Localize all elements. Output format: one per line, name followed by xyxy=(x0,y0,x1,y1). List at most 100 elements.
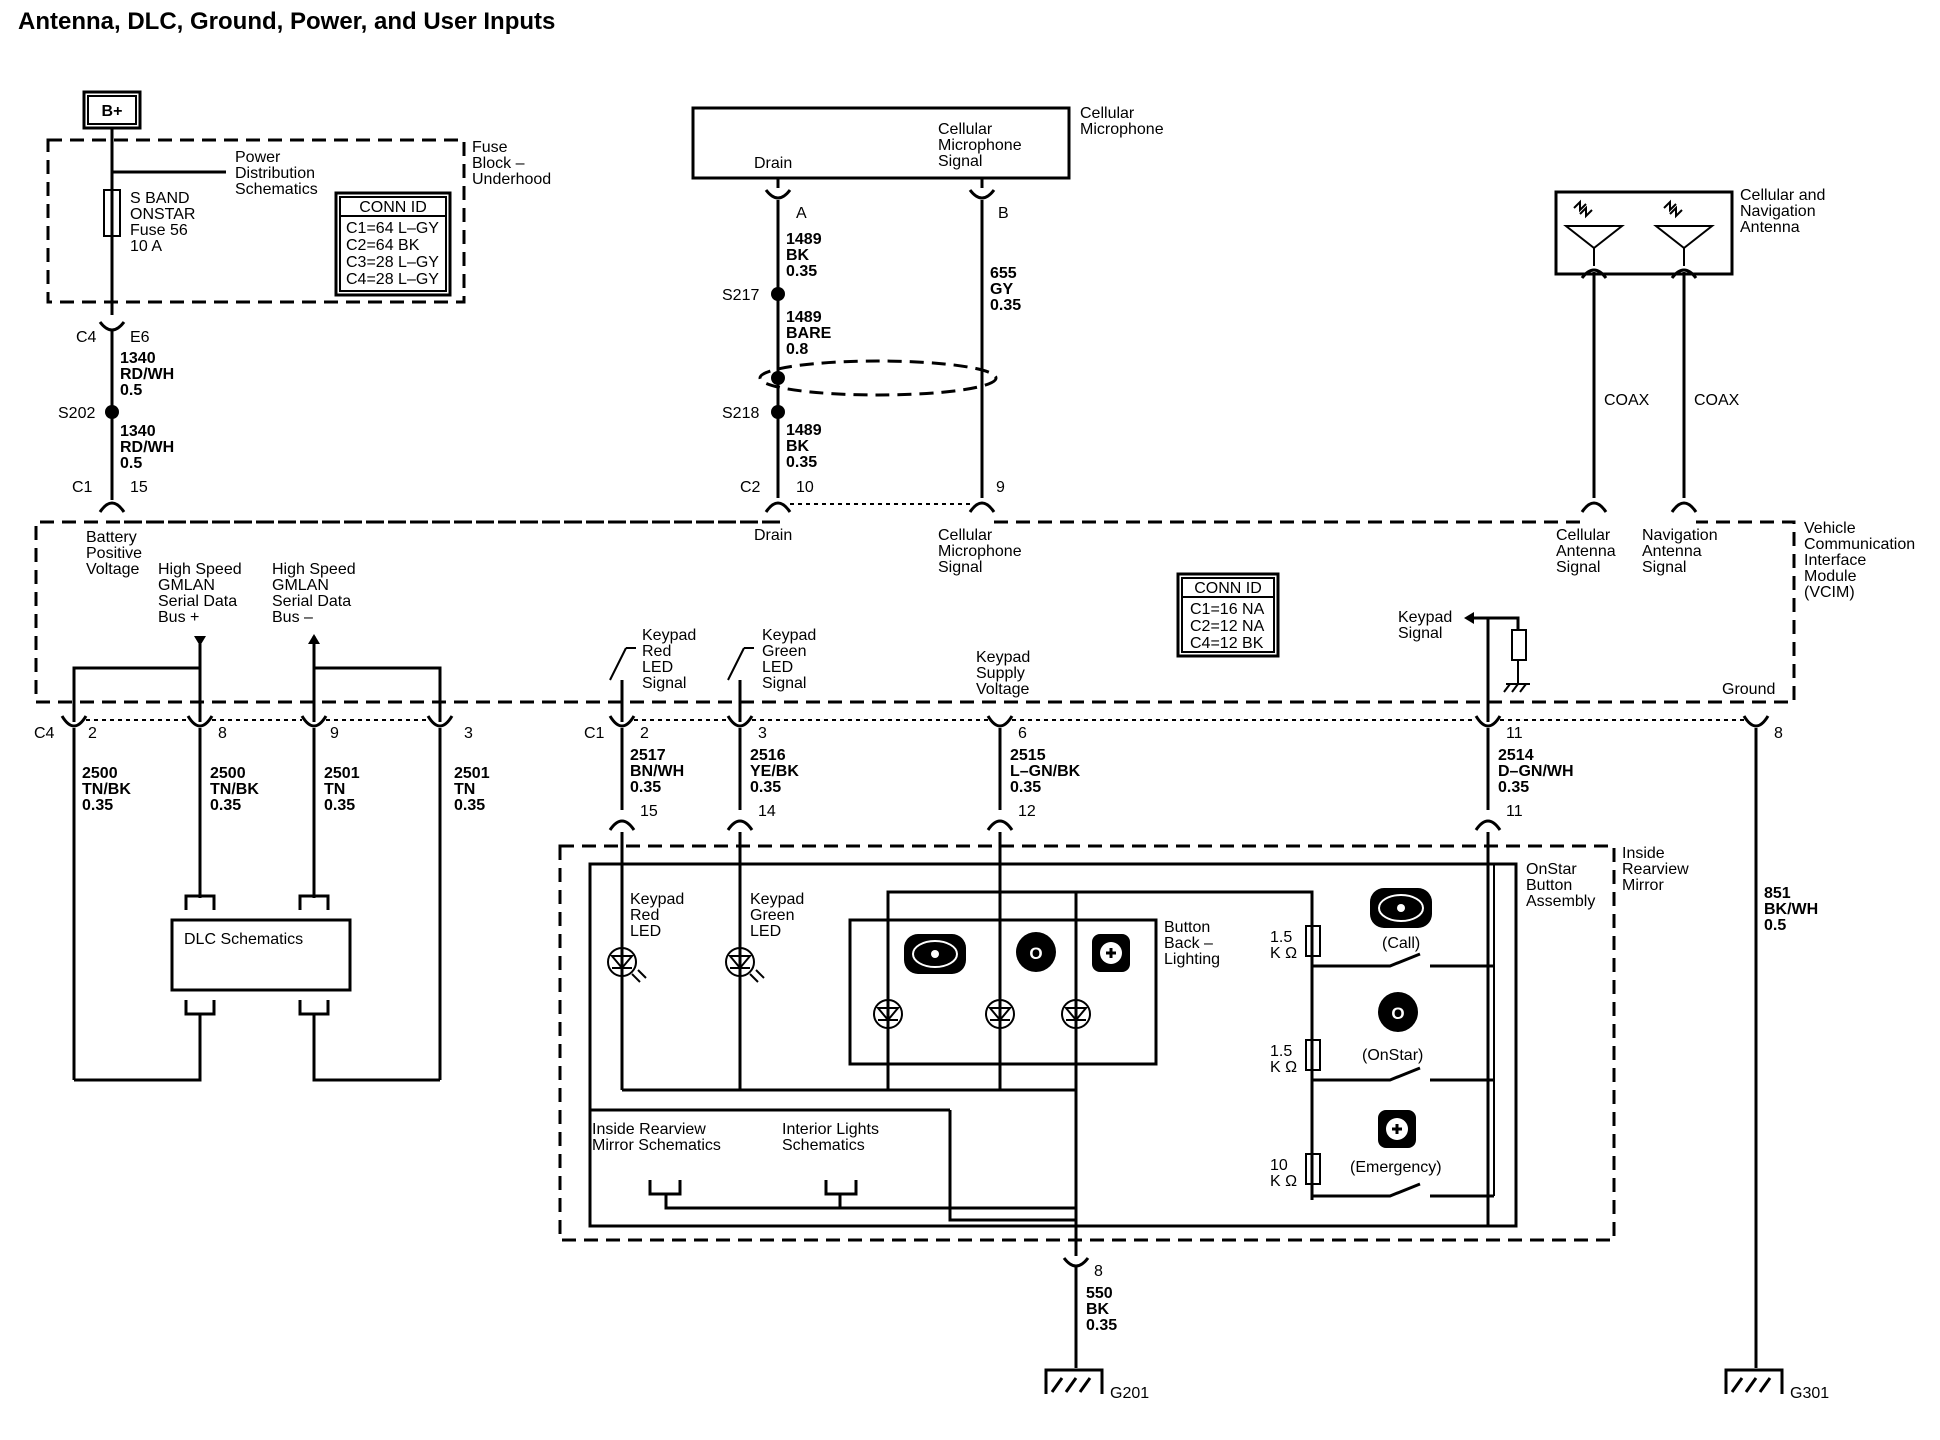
svg-text:Cellular: Cellular xyxy=(1080,105,1135,122)
svg-text:8: 8 xyxy=(1774,725,1783,742)
svg-text:BK/WH: BK/WH xyxy=(1764,901,1818,918)
ground-g201: 8 550 BK 0.35 G201 xyxy=(1044,1206,1149,1402)
svg-text:2516: 2516 xyxy=(750,747,786,764)
svg-text:Cellular and: Cellular and xyxy=(1740,187,1825,204)
led-icon xyxy=(873,999,903,1029)
svg-text:High Speed: High Speed xyxy=(158,561,242,578)
svg-text:1340: 1340 xyxy=(120,350,156,367)
svg-text:L–GN/BK: L–GN/BK xyxy=(1010,763,1081,780)
svg-text:Block –: Block – xyxy=(472,155,525,172)
svg-text:Keypad: Keypad xyxy=(1398,609,1452,626)
svg-text:S202: S202 xyxy=(58,405,95,422)
svg-text:C4=12 BK: C4=12 BK xyxy=(1190,635,1264,652)
svg-text:C3=28 L–GY: C3=28 L–GY xyxy=(346,254,439,271)
svg-text:Cellular: Cellular xyxy=(1556,527,1611,544)
resistor-icon xyxy=(1305,1153,1321,1185)
svg-text:(OnStar): (OnStar) xyxy=(1362,1047,1423,1064)
svg-text:Keypad: Keypad xyxy=(750,891,804,908)
svg-text:O: O xyxy=(1029,944,1042,963)
fuse-conn-id-box: CONN ID C1=64 L–GY C2=64 BK C3=28 L–GY C… xyxy=(334,191,452,297)
call-button-icon xyxy=(1370,888,1432,928)
svg-text:BARE: BARE xyxy=(786,325,832,342)
svg-text:COAX: COAX xyxy=(1694,392,1740,409)
svg-text:BK: BK xyxy=(1086,1301,1110,1318)
svg-text:C4: C4 xyxy=(76,329,97,346)
svg-text:Mirror: Mirror xyxy=(1622,877,1664,894)
svg-text:Signal: Signal xyxy=(938,559,982,576)
svg-text:15: 15 xyxy=(130,479,148,496)
svg-text:0.35: 0.35 xyxy=(630,779,661,796)
svg-text:Antenna: Antenna xyxy=(1740,219,1800,236)
splice-s202 xyxy=(105,405,119,419)
svg-text:C1=64 L–GY: C1=64 L–GY xyxy=(346,220,439,237)
svg-text:2: 2 xyxy=(640,725,649,742)
svg-text:S BAND: S BAND xyxy=(130,190,190,207)
svg-text:G201: G201 xyxy=(1110,1385,1149,1402)
svg-text:Inside: Inside xyxy=(1622,845,1665,862)
svg-text:Signal: Signal xyxy=(1642,559,1686,576)
svg-text:Voltage: Voltage xyxy=(976,681,1029,698)
svg-text:ONSTAR: ONSTAR xyxy=(130,206,195,223)
vcim-lower-connectors: C4 2 8 9 3 C1 2 3 6 11 8 xyxy=(34,715,1783,742)
inside-rearview-mirror: Inside Rearview Mirror OnStar Button Ass… xyxy=(558,832,1689,1242)
svg-text:Mirror Schematics: Mirror Schematics xyxy=(592,1137,721,1154)
svg-text:Bus +: Bus + xyxy=(158,609,199,626)
svg-text:C1: C1 xyxy=(72,479,93,496)
svg-text:3: 3 xyxy=(464,725,473,742)
dlc-circuit: 2500 TN/BK 0.35 2500 TN/BK 0.35 2501 TN … xyxy=(72,728,490,1082)
svg-text:2515: 2515 xyxy=(1010,747,1046,764)
onstar-button-icon: O xyxy=(1016,932,1056,972)
svg-text:0.35: 0.35 xyxy=(210,797,241,814)
switch-icon xyxy=(727,647,754,722)
svg-text:1489: 1489 xyxy=(786,422,822,439)
svg-text:8: 8 xyxy=(218,725,227,742)
svg-text:TN/BK: TN/BK xyxy=(210,781,259,798)
cellular-navigation-antenna: Cellular and Navigation Antenna COAX COA… xyxy=(1554,187,1825,513)
svg-text:Signal: Signal xyxy=(762,675,806,692)
svg-text:1340: 1340 xyxy=(120,423,156,440)
svg-text:COAX: COAX xyxy=(1604,392,1650,409)
fuse-ref-label: Power Distribution Schematics xyxy=(235,149,318,198)
svg-text:GMLAN: GMLAN xyxy=(158,577,215,594)
svg-text:Red: Red xyxy=(630,907,659,924)
svg-text:Inside Rearview: Inside Rearview xyxy=(592,1121,706,1138)
svg-text:Microphone: Microphone xyxy=(1080,121,1164,138)
diagram-title: Antenna, DLC, Ground, Power, and User In… xyxy=(18,8,556,35)
svg-text:Cellular: Cellular xyxy=(938,121,993,138)
svg-text:Vehicle: Vehicle xyxy=(1804,520,1856,537)
svg-text:0.35: 0.35 xyxy=(1086,1317,1117,1334)
svg-text:High Speed: High Speed xyxy=(272,561,356,578)
svg-text:(Call): (Call) xyxy=(1382,935,1420,952)
emergency-button-icon xyxy=(1378,1110,1416,1148)
svg-text:Signal: Signal xyxy=(1398,625,1442,642)
shield-ellipse xyxy=(758,359,998,397)
vcim-conn-id-box: CONN ID C1=16 NA C2=12 NA C4=12 BK xyxy=(1176,572,1280,658)
svg-text:Power: Power xyxy=(235,149,281,166)
cellular-microphone: Drain Cellular Microphone Signal Cellula… xyxy=(691,105,1164,513)
svg-text:2517: 2517 xyxy=(630,747,666,764)
svg-text:Signal: Signal xyxy=(938,153,982,170)
onstar-button-icon: O xyxy=(1378,992,1418,1032)
ground-icon xyxy=(1044,1368,1104,1394)
svg-text:Interface: Interface xyxy=(1804,552,1866,569)
svg-text:Bus –: Bus – xyxy=(272,609,313,626)
splice-s218 xyxy=(771,405,785,419)
call-button-icon xyxy=(904,934,966,974)
svg-text:Lighting: Lighting xyxy=(1164,951,1220,968)
svg-text:Serial Data: Serial Data xyxy=(272,593,351,610)
fuse-icon xyxy=(103,189,121,237)
svg-text:(VCIM): (VCIM) xyxy=(1804,584,1855,601)
svg-text:C2=64 BK: C2=64 BK xyxy=(346,237,420,254)
svg-text:TN/BK: TN/BK xyxy=(82,781,131,798)
svg-text:2: 2 xyxy=(88,725,97,742)
svg-text:C1=16 NA: C1=16 NA xyxy=(1190,601,1265,618)
vcim-name: Vehicle Communication Interface Module (… xyxy=(1804,520,1915,601)
svg-text:TN: TN xyxy=(454,781,475,798)
svg-text:Underhood: Underhood xyxy=(472,171,551,188)
svg-text:C2: C2 xyxy=(740,479,761,496)
svg-text:6: 6 xyxy=(1018,725,1027,742)
led-icon xyxy=(607,947,647,983)
emergency-button-icon xyxy=(1092,934,1130,972)
svg-text:Positive: Positive xyxy=(86,545,142,562)
svg-text:Cellular: Cellular xyxy=(938,527,993,544)
